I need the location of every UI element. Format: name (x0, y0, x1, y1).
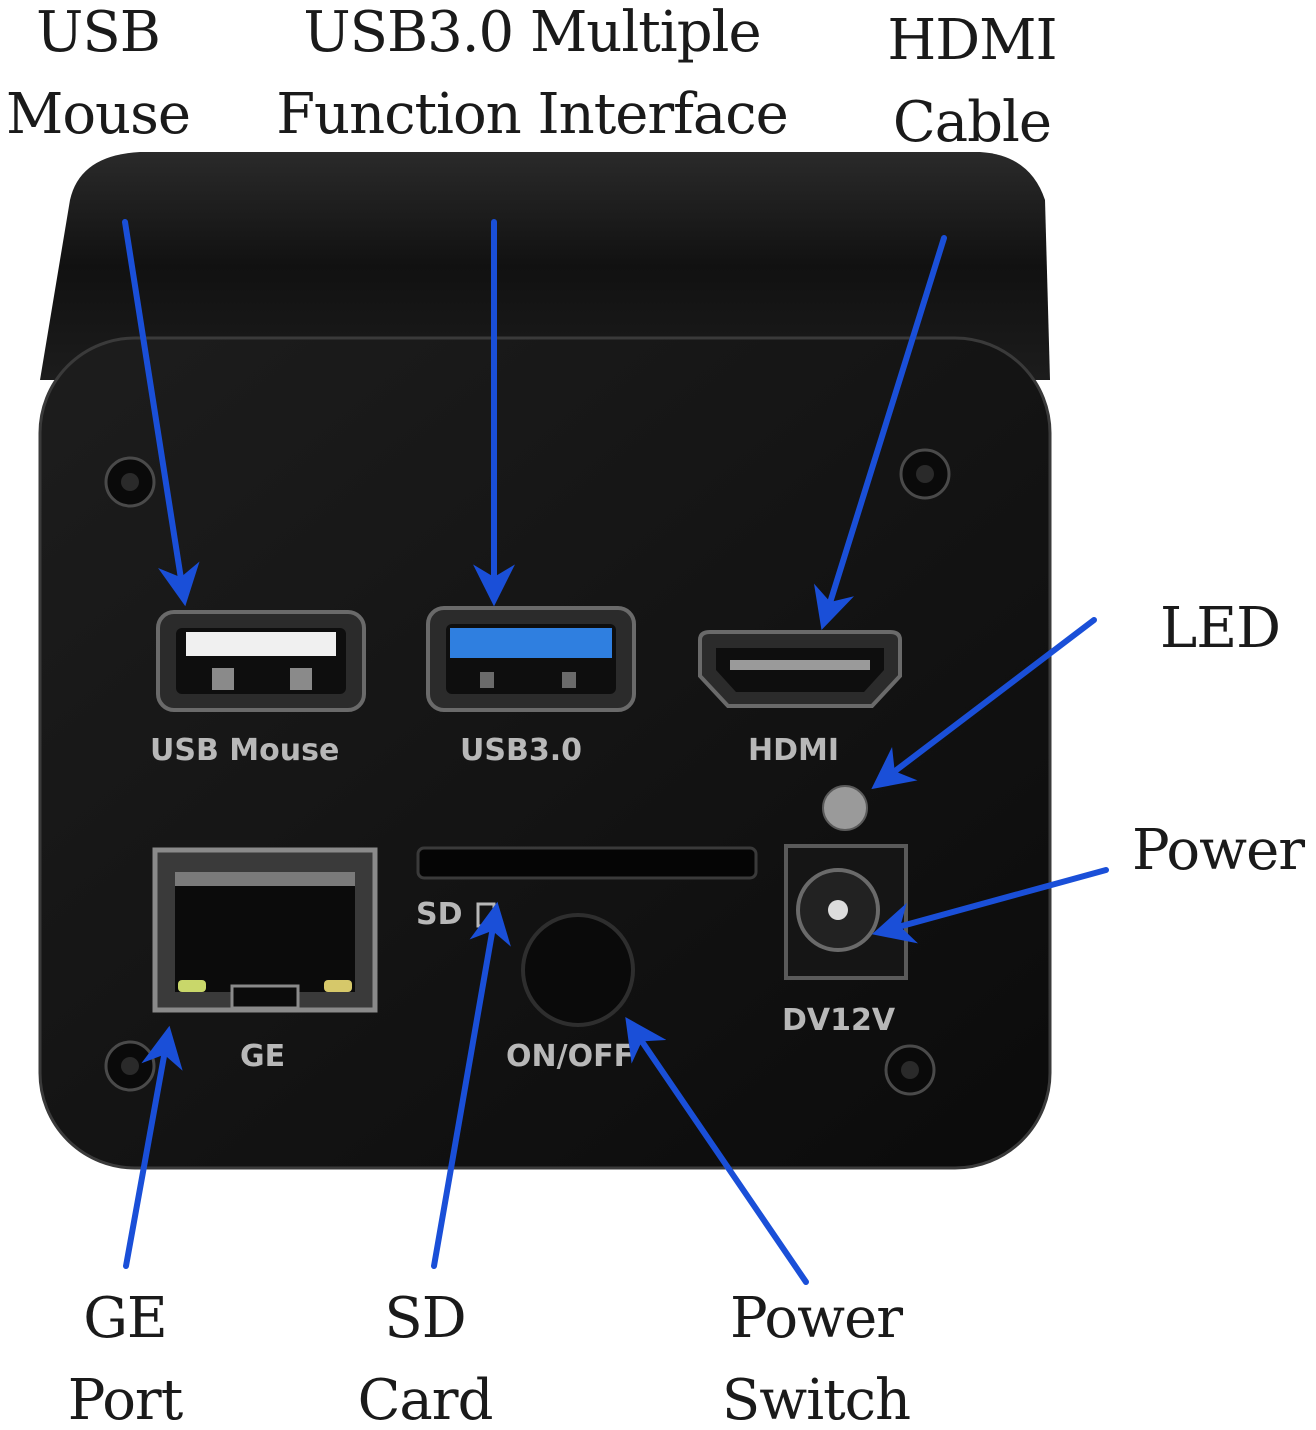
panel-label-sd: SD (416, 897, 463, 932)
arrow-power (871, 867, 1109, 944)
ge-port (152, 847, 378, 1013)
screw-icon (884, 1044, 936, 1096)
screw-icon (899, 448, 951, 500)
arrow-sd-card (431, 901, 511, 1269)
usb3-port (426, 606, 636, 712)
panel-label-ge: GE (240, 1039, 285, 1074)
led-indicator (822, 785, 868, 831)
panel-label-usb3: USB3.0 (460, 733, 582, 768)
sd-card-slot (416, 846, 758, 880)
callout-sd-card: SD Card (357, 1286, 494, 1430)
panel-label-on-off: ON/OFF (506, 1039, 634, 1074)
panel-label-hdmi: HDMI (748, 733, 839, 768)
usb-mouse-port (156, 610, 366, 712)
hdmi-port (698, 630, 902, 708)
callout-usb-mouse: USB Mouse (6, 0, 191, 147)
dc-power-jack (784, 844, 908, 980)
camera-top (40, 152, 1050, 380)
power-switch-button (521, 913, 635, 1027)
arrow-power-switch (625, 1017, 809, 1285)
arrow-ge-port (123, 1025, 183, 1269)
arrow-hdmi (813, 235, 947, 631)
callout-led: LED (1160, 596, 1281, 661)
arrow-usb-mouse (122, 219, 200, 607)
callout-usb3-interface: USB3.0 Multiple Function Interface (276, 0, 789, 147)
arrow-led (871, 617, 1097, 790)
callout-ge-port: GE Port (67, 1286, 183, 1430)
callout-power: Power (1132, 818, 1305, 883)
callout-power-switch: Power Switch (721, 1286, 911, 1430)
callout-hdmi-cable: HDMI Cable (887, 8, 1057, 155)
screw-icon (104, 456, 156, 508)
panel-label-dv12v: DV12V (782, 1003, 896, 1038)
panel-label-usb-mouse: USB Mouse (150, 733, 339, 768)
screw-icon (104, 1040, 156, 1092)
